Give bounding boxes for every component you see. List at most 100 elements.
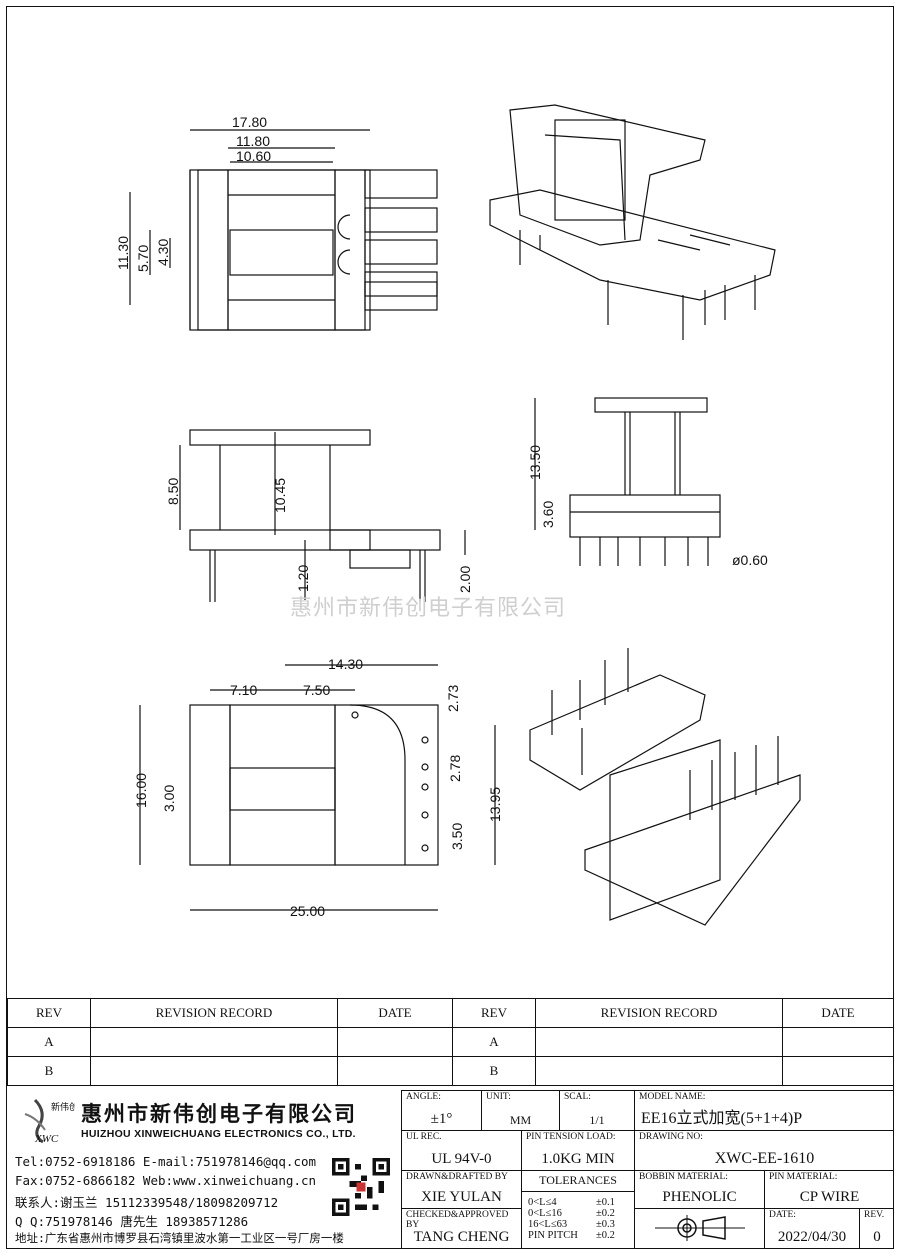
- model-cell: MODEL NAME: EE16立式加宽(5+1+4)P: [634, 1090, 894, 1130]
- iso-view-top: [489, 104, 776, 340]
- qr-code: [332, 1158, 390, 1216]
- dim-K-value: 13.50: [527, 445, 543, 480]
- revision-header-row: REV REVISION RECORD DATE REV REVISION RE…: [7, 998, 894, 1028]
- dim-R-value: 16.00: [133, 773, 149, 808]
- unit-label: UNIT:: [486, 1092, 511, 1102]
- dim-P-value: 7.50: [303, 682, 330, 698]
- revision-record-header-2: REVISION RECORD: [535, 998, 783, 1028]
- date-cell: [337, 1027, 453, 1057]
- rev-cell: B: [452, 1056, 536, 1086]
- dim-A-value: 17.80: [232, 114, 267, 130]
- dim-H-value: 10.45: [272, 478, 288, 513]
- tel-email-line: Tel:0752-6918186 E-mail:751978146@qq.com: [15, 1154, 317, 1169]
- table-row: A A: [7, 1027, 894, 1057]
- front-view: [179, 429, 466, 602]
- scale-cell: SCAL: 1/1: [559, 1090, 634, 1130]
- dim-E-value: 5.70: [135, 245, 151, 272]
- drawn-label: DRAWN&DRAFTED BY: [406, 1172, 508, 1182]
- dim-L-value: 3.60: [540, 501, 556, 528]
- qq-line: Q Q:751978146 唐先生 18938571286: [15, 1214, 249, 1229]
- rev-cell: REV. 0: [859, 1208, 894, 1248]
- fax-web-line: Fax:0752-6866182 Web:www.xinweichuang.cn: [15, 1173, 317, 1188]
- iso-view-bottom: [529, 648, 801, 926]
- logo-text: 新伟创: [51, 1101, 75, 1113]
- tol-value-1: ±0.1: [596, 1197, 615, 1208]
- dim-G-value: 8.50: [165, 478, 181, 505]
- dim-Q-value: 2.73: [445, 685, 461, 712]
- projection-symbol-icon: [655, 1215, 745, 1241]
- tol-range-3: 16<L≤63: [528, 1219, 568, 1230]
- date-header-2: DATE: [782, 998, 894, 1028]
- date-cell: [782, 1027, 894, 1057]
- tension-label: PIN TENSION LOAD:: [526, 1132, 616, 1142]
- model-label: MODEL NAME:: [639, 1092, 706, 1102]
- pin-material-cell: PIN MATERIAL: CP WIRE: [764, 1170, 894, 1208]
- drawing-no-cell: DRAWING NO: XWC-EE-1610: [634, 1130, 894, 1170]
- bottom-view: [139, 664, 496, 911]
- dim-D-value: 11.30: [115, 236, 131, 270]
- scale-label: SCAL:: [564, 1092, 591, 1102]
- watermark: 惠州市新伟创电子有限公司: [290, 596, 567, 621]
- checked-value: TANG CHENG: [413, 1229, 510, 1245]
- bobbin-value: PHENOLIC: [662, 1189, 737, 1205]
- company-logo: 新伟创 XWC: [24, 1098, 75, 1145]
- address-line: 地址:广东省惠州市博罗县石湾镇里波水第一工业区一号厂房一楼: [15, 1231, 344, 1245]
- dim-M-value: ø0.60: [732, 552, 768, 568]
- rev-cell: B: [7, 1056, 91, 1086]
- revision-table: REV REVISION RECORD DATE REV REVISION RE…: [7, 998, 894, 1086]
- dim-J-value: 2.00: [457, 566, 473, 593]
- scale-value: 1/1: [589, 1113, 605, 1127]
- tol-range-4: PIN PITCH: [528, 1230, 578, 1241]
- tol-range-1: 0<L≤4: [528, 1197, 557, 1208]
- drawn-value: XIE YULAN: [421, 1189, 502, 1205]
- model-value: EE16立式加宽(5+1+4)P: [641, 1110, 803, 1127]
- drawing-no-label: DRAWING NO:: [639, 1132, 703, 1142]
- dim-W-value: 25.00: [290, 903, 325, 919]
- tension-cell: PIN TENSION LOAD: 1.0KG MIN: [521, 1130, 634, 1170]
- title-block: 新伟创 XWC 惠州市新伟创电子有限公司 HUIZHOU XINWEICHUAN…: [7, 1090, 894, 1248]
- company-panel: 新伟创 XWC 惠州市新伟创电子有限公司 HUIZHOU XINWEICHUAN…: [7, 1090, 401, 1248]
- rev-cell: A: [452, 1027, 536, 1057]
- dim-F-value: 4.30: [155, 239, 171, 266]
- table-row: B B: [7, 1056, 894, 1086]
- dim-N-value: 7.10: [230, 682, 257, 698]
- rev-header-2: REV: [452, 998, 536, 1028]
- record-cell: [535, 1027, 783, 1057]
- bobbin-cell: BOBBIN MATERIAL: PHENOLIC: [634, 1170, 764, 1208]
- contact-line: 联系人:谢玉兰 15112339548/18098209712: [15, 1195, 279, 1210]
- rev-header: REV: [7, 998, 91, 1028]
- rev-cell: A: [7, 1027, 91, 1057]
- ul-cell: UL REC. UL 94V-0: [401, 1130, 521, 1170]
- date-cell: [337, 1056, 453, 1086]
- record-cell: [535, 1056, 783, 1086]
- angle-label: ANGLE:: [406, 1092, 441, 1102]
- company-name-en: HUIZHOU XINWEICHUANG ELECTRONICS CO., LT…: [81, 1128, 356, 1140]
- rev-value: 0: [873, 1229, 881, 1245]
- date-value: 2022/04/30: [777, 1229, 847, 1245]
- dim-O-value: 14.30: [328, 656, 363, 672]
- drawn-cell: DRAWN&DRAFTED BY XIE YULAN: [401, 1170, 521, 1208]
- rev-label: REV.: [864, 1210, 885, 1220]
- checked-label: CHECKED&APPROVED BY: [406, 1210, 509, 1230]
- tension-value: 1.0KG MIN: [541, 1151, 615, 1167]
- projection-symbol-cell: [634, 1208, 764, 1248]
- ul-label: UL REC.: [406, 1132, 442, 1142]
- tol-value-4: ±0.2: [596, 1230, 615, 1241]
- technical-drawing: 17.80 11.80 10.60 11.30 5.70 4.30 8.50 1…: [115, 104, 801, 926]
- side-view: [534, 397, 721, 566]
- checked-cell: CHECKED&APPROVED BY TANG CHENG: [401, 1208, 521, 1248]
- dim-V-value: 3.50: [449, 823, 465, 850]
- ul-value: UL 94V-0: [431, 1151, 492, 1167]
- tol-value-3: ±0.3: [596, 1219, 615, 1230]
- record-cell: [90, 1056, 338, 1086]
- unit-value: MM: [509, 1113, 532, 1127]
- logo-abbr: XWC: [34, 1133, 59, 1145]
- bobbin-label: BOBBIN MATERIAL:: [639, 1172, 728, 1182]
- revision-record-header: REVISION RECORD: [90, 998, 338, 1028]
- drawing-sheet-border: [6, 6, 894, 1249]
- tol-value-2: ±0.2: [596, 1208, 615, 1219]
- dim-U-value: 13.95: [487, 787, 503, 822]
- top-view: [129, 129, 438, 331]
- date-header: DATE: [337, 998, 453, 1028]
- dim-B-value: 11.80: [236, 133, 270, 149]
